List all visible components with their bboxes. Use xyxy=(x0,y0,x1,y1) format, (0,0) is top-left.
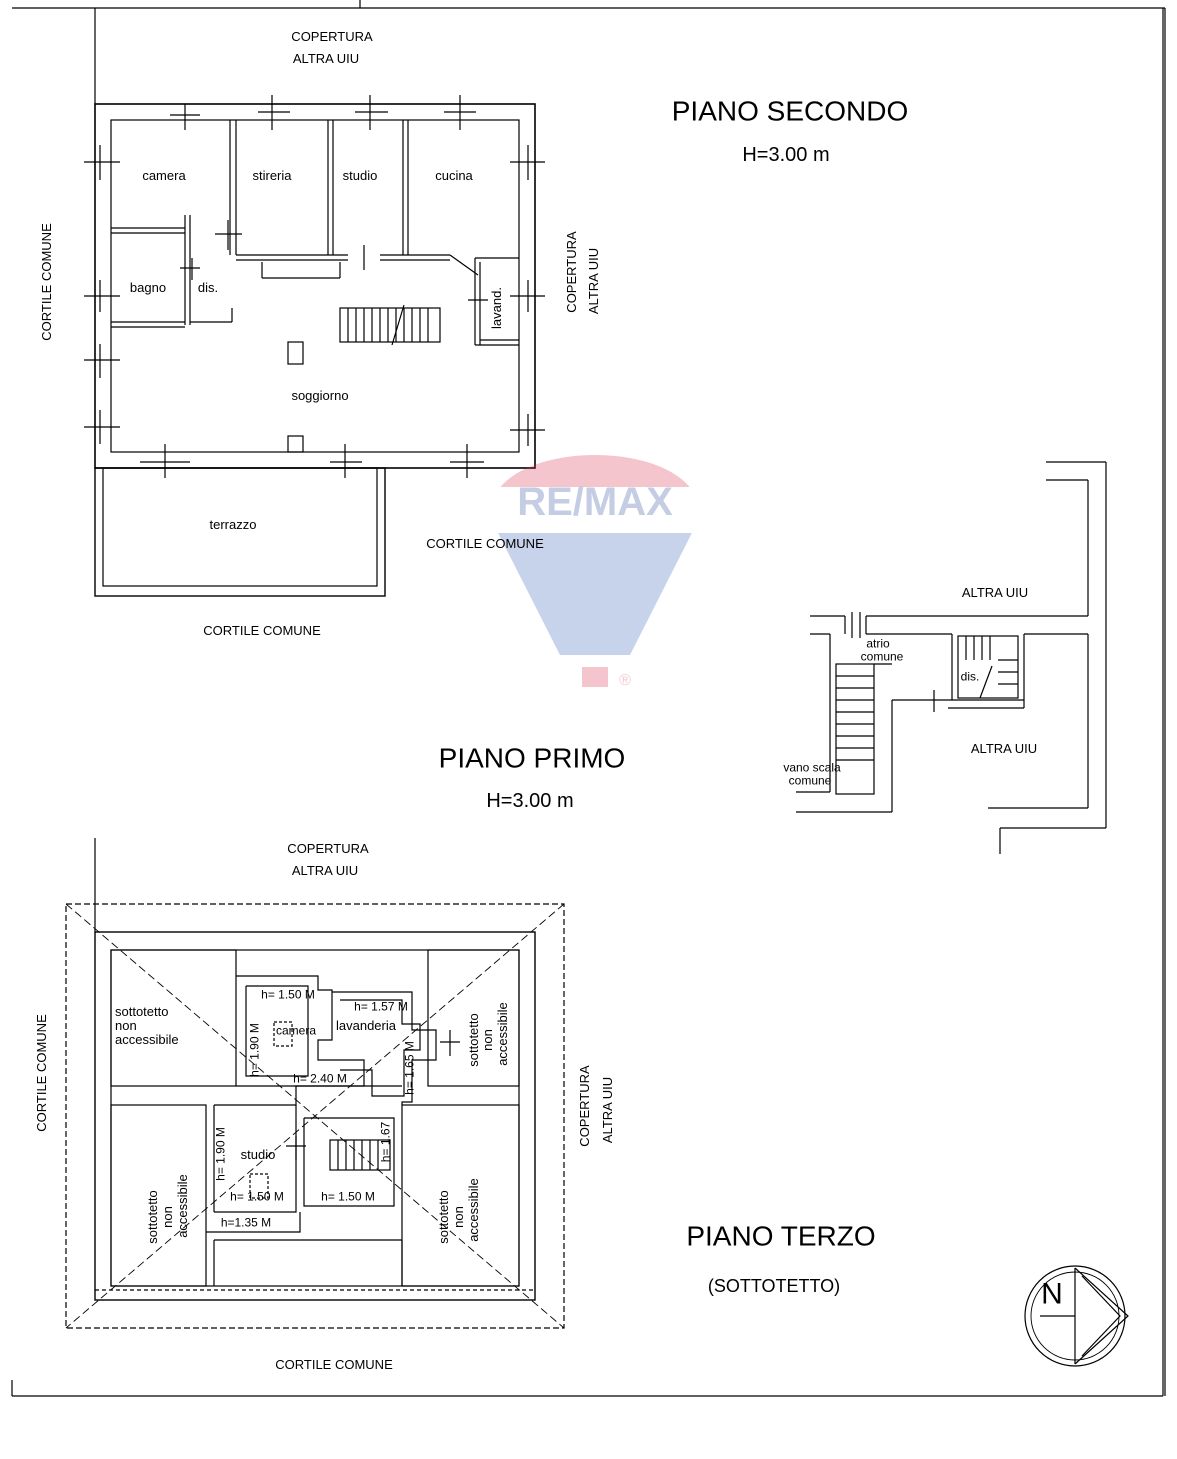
first-altra-uiu-top: ALTRA UIU xyxy=(961,584,1029,600)
third-room-camera: camera xyxy=(275,1023,317,1038)
third-room-lavanderia: lavanderia xyxy=(336,1017,396,1033)
third-h-190-b: h= 1.90 M xyxy=(213,1127,228,1181)
third-h-165: h= 1.65 M xyxy=(402,1041,417,1095)
first-floor-height: H=3.00 m xyxy=(486,790,574,812)
third-right-copertura: COPERTURA xyxy=(576,1065,592,1147)
third-h-150-a: h= 1.50 M xyxy=(261,987,315,1002)
first-vano-line2: comune xyxy=(788,773,832,788)
third-sott-bl-3: accessibile xyxy=(174,1174,190,1238)
third-h-157: h= 1.57 M xyxy=(354,999,408,1014)
room-stireria: stireria xyxy=(252,167,292,183)
room-terrazzo: terrazzo xyxy=(209,516,257,532)
first-atrio-line1: atrio xyxy=(866,636,890,651)
first-floor-title: PIANO PRIMO xyxy=(438,742,626,774)
remax-watermark: RE/MAX ® xyxy=(480,405,710,695)
north-letter: N xyxy=(1041,1277,1063,1311)
room-bagno: bagno xyxy=(129,279,167,295)
sheet-frame xyxy=(11,0,1166,1397)
third-left-cortile: CORTILE COMUNE xyxy=(33,1014,49,1132)
third-sott-r-2: non xyxy=(479,1029,495,1051)
first-atrio-line2: comune xyxy=(860,649,904,664)
first-altra-uiu-right: ALTRA UIU xyxy=(970,740,1038,756)
third-sott-br-1: sottotetto xyxy=(435,1190,451,1244)
second-floor-height: H=3.00 m xyxy=(742,144,830,166)
second-right-altra-uiu: ALTRA UIU xyxy=(585,247,601,315)
third-h-190-a: h= 1.90 M xyxy=(247,1023,262,1077)
third-h-240: h= 2.40 M xyxy=(293,1071,347,1086)
room-lavand: lavand. xyxy=(488,287,504,329)
registered-mark: ® xyxy=(619,672,631,690)
third-right-altra-uiu: ALTRA UIU xyxy=(599,1076,615,1144)
third-sott-bl-2: non xyxy=(159,1206,175,1228)
room-dis: dis. xyxy=(197,279,219,295)
third-sott-bl-1: sottotetto xyxy=(144,1190,160,1244)
second-right-copertura: COPERTURA xyxy=(563,231,579,313)
third-sott-r-3: accessibile xyxy=(494,1002,510,1066)
second-floor-title: PIANO SECONDO xyxy=(671,95,909,127)
third-sott-br-2: non xyxy=(450,1206,466,1228)
first-vano-line1: vano scala xyxy=(783,760,841,775)
third-sott-tl-1: sottotetto xyxy=(115,1004,169,1019)
first-dis: dis. xyxy=(960,669,980,684)
second-right-cortile: CORTILE COMUNE xyxy=(426,535,544,551)
third-floor-title: PIANO TERZO xyxy=(686,1220,876,1252)
third-h-150-c: h= 1.50 M xyxy=(321,1189,375,1204)
third-top-altra-uiu: ALTRA UIU xyxy=(291,862,359,878)
room-camera: camera xyxy=(142,167,186,183)
third-h-167: h= 1.67 xyxy=(378,1121,393,1163)
remax-brand-text: RE/MAX xyxy=(517,480,673,524)
first-floor-plan xyxy=(796,461,1107,854)
third-floor-subtitle: (SOTTOTETTO) xyxy=(707,1276,841,1297)
room-soggiorno: soggiorno xyxy=(291,387,349,403)
third-h-135: h=1.35 M xyxy=(220,1215,272,1230)
third-floor-plan xyxy=(65,838,565,1329)
room-cucina: cucina xyxy=(435,167,473,183)
second-top-copertura: COPERTURA xyxy=(291,28,373,44)
room-studio: studio xyxy=(342,167,378,183)
third-top-copertura: COPERTURA xyxy=(287,840,369,856)
third-sott-br-3: accessibile xyxy=(465,1178,481,1242)
north-arrow xyxy=(1024,1265,1129,1367)
third-room-studio: studio xyxy=(240,1146,276,1162)
second-floor-plan xyxy=(84,95,545,597)
third-sott-tl-2: non xyxy=(115,1018,137,1033)
second-left-cortile: CORTILE COMUNE xyxy=(38,223,54,341)
second-bottom-cortile: CORTILE COMUNE xyxy=(203,622,321,638)
third-bottom-cortile: CORTILE COMUNE xyxy=(275,1356,393,1372)
balloon-logo xyxy=(480,455,710,687)
third-h-150-b: h= 1.50 M xyxy=(230,1189,284,1204)
third-sott-tl-3: accessibile xyxy=(115,1032,179,1047)
second-top-altra-uiu: ALTRA UIU xyxy=(292,50,360,66)
